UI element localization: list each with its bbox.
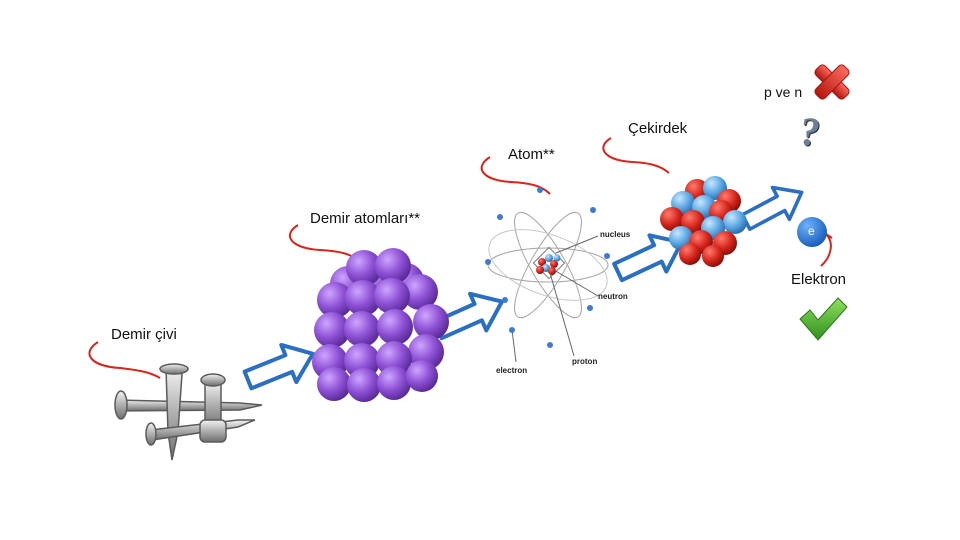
label-atom: Atom** (508, 146, 555, 163)
label-cekirdek: Çekirdek (628, 120, 687, 137)
atom-model (479, 187, 616, 362)
cross-icon (804, 54, 861, 111)
label-demir-civi: Demir çivi (111, 326, 177, 343)
atom-label-neutron: neutron (598, 292, 628, 301)
atom-label-proton: proton (572, 357, 597, 366)
swoosh-demir-atomlari (290, 225, 360, 262)
label-elektron: Elektron (791, 271, 846, 288)
electron-symbol: e (808, 224, 815, 238)
atom-label-electron: electron (496, 366, 527, 375)
arrow-icon (241, 335, 321, 398)
swoosh-demir-civi (89, 342, 160, 378)
check-icon (800, 298, 847, 340)
atom-label-nucleus: nucleus (600, 230, 630, 239)
iron-lattice (312, 248, 449, 402)
label-p-ve-n: p ve n (764, 84, 802, 100)
label-demir-atomlari: Demir atomları** (310, 210, 420, 227)
question-icon: ? (800, 108, 820, 155)
nail-icon (115, 364, 262, 460)
swoosh-cekirdek (603, 138, 669, 173)
